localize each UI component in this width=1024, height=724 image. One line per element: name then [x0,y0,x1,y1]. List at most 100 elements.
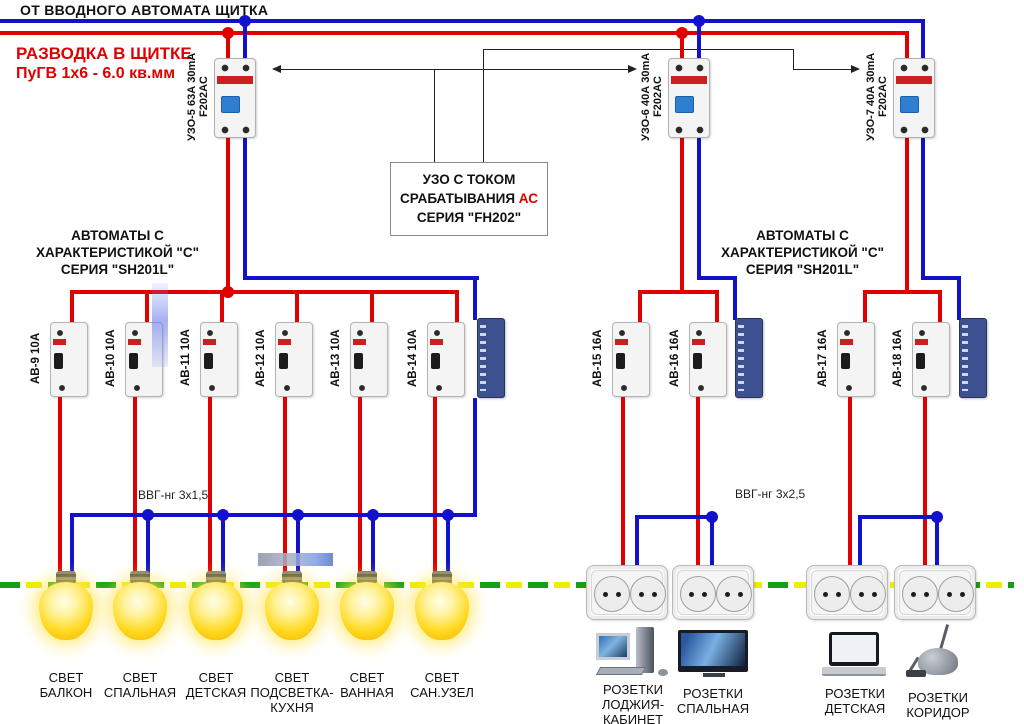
lamp-base [357,571,377,584]
phase-wire [680,33,684,60]
panel-note-line1: РАЗВОДКА В ЩИТКЕ [16,44,192,63]
phase-wire [370,290,374,324]
light-bulb-icon [415,582,469,640]
neutral-wire [243,136,247,280]
breaker-label: АВ-13 10А [330,329,342,387]
neutral-wire [635,515,639,567]
neutral-wire [935,515,939,567]
pointer-line [483,50,484,162]
light-bulb-icon [340,582,394,640]
neutral-wire [243,21,247,60]
breaker-device [689,322,727,397]
light-bulb-icon [265,582,319,640]
neutral-wire [446,517,450,574]
phase-bus [70,290,459,294]
neutral-wire [957,280,961,320]
neutral-wire [473,398,477,517]
neutral-wire [733,280,737,320]
neutral-wire [697,21,701,60]
phase-wire [58,397,62,574]
pointer-line [280,69,628,70]
phase-wire [938,290,942,324]
neutral-bus [635,515,714,519]
breaker-device [612,322,650,397]
phase-wire [226,136,230,292]
phase-wire [905,31,909,60]
phase-wire [863,290,942,294]
rcd-info-line2: СРАБАТЫВАНИЯ АС [400,191,538,206]
neutral-wire [710,515,714,567]
breaker-toggle [54,353,63,369]
pointer-line [793,50,794,70]
phase-wire [220,290,224,324]
neutral-wire [296,517,300,574]
neutral-wire-main [0,19,925,23]
breaker-label: АВ-16 16А [669,329,681,387]
neutral-wire [921,276,961,280]
junction-dot [931,511,943,523]
junction-dot [142,509,154,521]
vacuum-cleaner-icon [902,624,964,680]
rcd-info-line1: УЗО С ТОКОМ [422,172,516,187]
junction-dot [706,511,718,523]
neutral-wire [243,276,479,280]
cable-label-sockets: ВВГ-нг 3х2,5 [735,487,806,501]
junction-dot [292,509,304,521]
neutral-wire [146,517,150,574]
phase-wire [638,290,642,324]
phase-wire [455,290,459,324]
double-socket [672,565,754,620]
phase-wire [680,136,684,292]
breaker-label: АВ-12 10А [255,329,267,387]
phase-wire [905,136,909,292]
pointer-line [434,70,435,162]
breaker-device [350,322,388,397]
phase-wire [226,33,230,60]
arrow-right-icon [851,65,860,73]
rcd-device [214,58,256,138]
lamp-base [130,571,150,584]
rcd-toggle [221,96,240,113]
breaker-label: АВ-10 10А [105,329,117,387]
light-bulb-icon [189,582,243,640]
neutral-wire [858,515,862,567]
phase-wire [696,397,700,567]
double-socket [586,565,668,620]
panel-note-line2: ПуГВ 1х6 - 6.0 кв.мм [16,65,176,82]
phase-wire [70,290,74,324]
neutral-busbar-comb [959,318,987,398]
phase-wire [621,397,625,567]
pointer-line [793,69,851,70]
lamp-base [432,571,452,584]
cable-label-lighting: ВВГ-нг 3х1,5 [138,488,209,502]
breaker-label: АВ-11 10А [180,329,192,387]
breaker-device [837,322,875,397]
lamp-base [56,571,76,584]
neutral-wire [921,19,925,60]
neutral-wire [221,517,225,574]
junction-dot [217,509,229,521]
breaker-red-mark [53,339,66,345]
phase-wire [433,397,437,574]
phase-wire [358,397,362,574]
breaker-label: АВ-9 10А [30,332,42,384]
phase-wire [133,397,137,574]
tv-icon [678,630,750,680]
rcd-red-band [217,76,253,84]
phase-wire [923,397,927,567]
breaker-label: АВ-14 10А [407,329,419,387]
breaker-device [427,322,465,397]
phase-wire [295,290,299,324]
desktop-computer-icon [595,627,670,681]
